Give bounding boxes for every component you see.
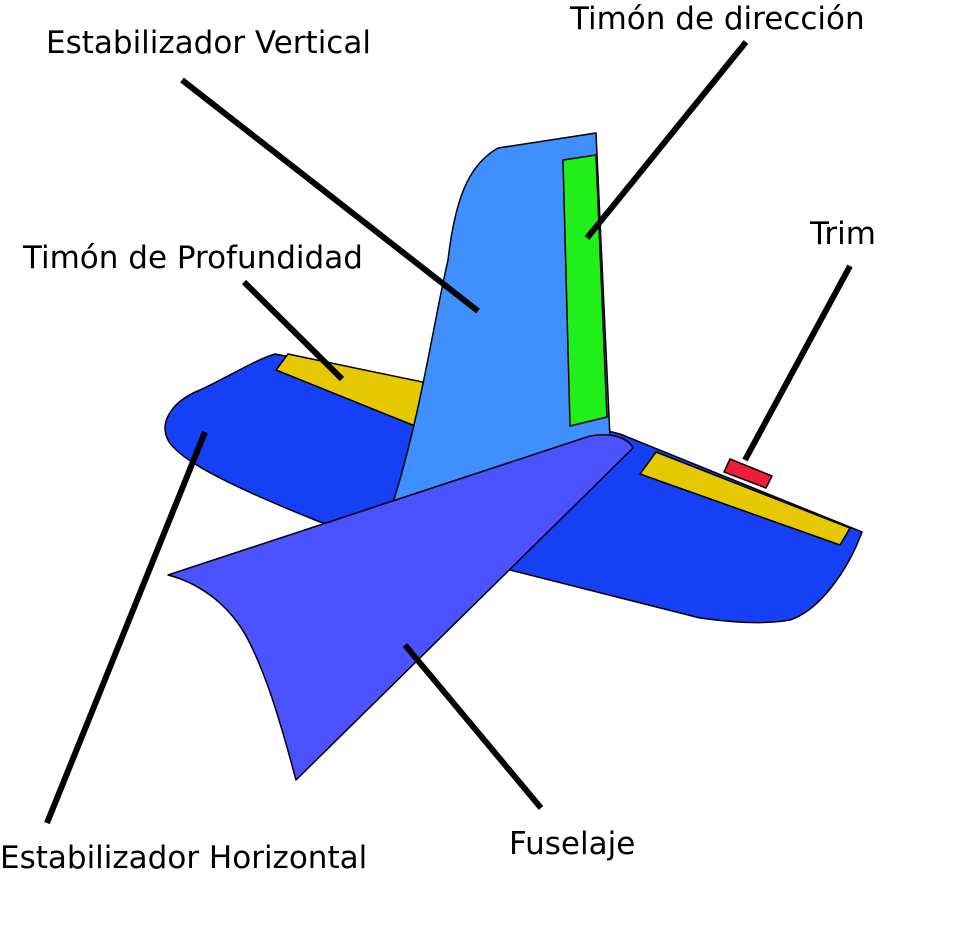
label-trim: Trim	[810, 216, 876, 252]
leader-fuselage	[402, 643, 544, 810]
fuselage-shape	[167, 434, 634, 781]
label-horizontal-stabilizer: Estabilizador Horizontal	[0, 840, 368, 876]
leader-horizontal-stabilizer	[44, 430, 208, 825]
leader-rudder	[584, 40, 749, 240]
label-elevator: Timón de Profundidad	[23, 240, 363, 276]
leader-elevator	[241, 279, 345, 382]
leader-trim	[742, 264, 853, 462]
vertical-stabilizer-shape	[389, 132, 611, 513]
label-rudder: Timón de dirección	[570, 1, 865, 37]
rudder-shape	[562, 154, 608, 427]
label-fuselage: Fuselaje	[509, 826, 636, 862]
trim-tab-shape	[723, 458, 773, 489]
elevator-right-shape	[639, 451, 851, 546]
label-vertical-stabilizer: Estabilizador Vertical	[46, 25, 371, 61]
leader-vertical-stabilizer	[180, 77, 480, 314]
